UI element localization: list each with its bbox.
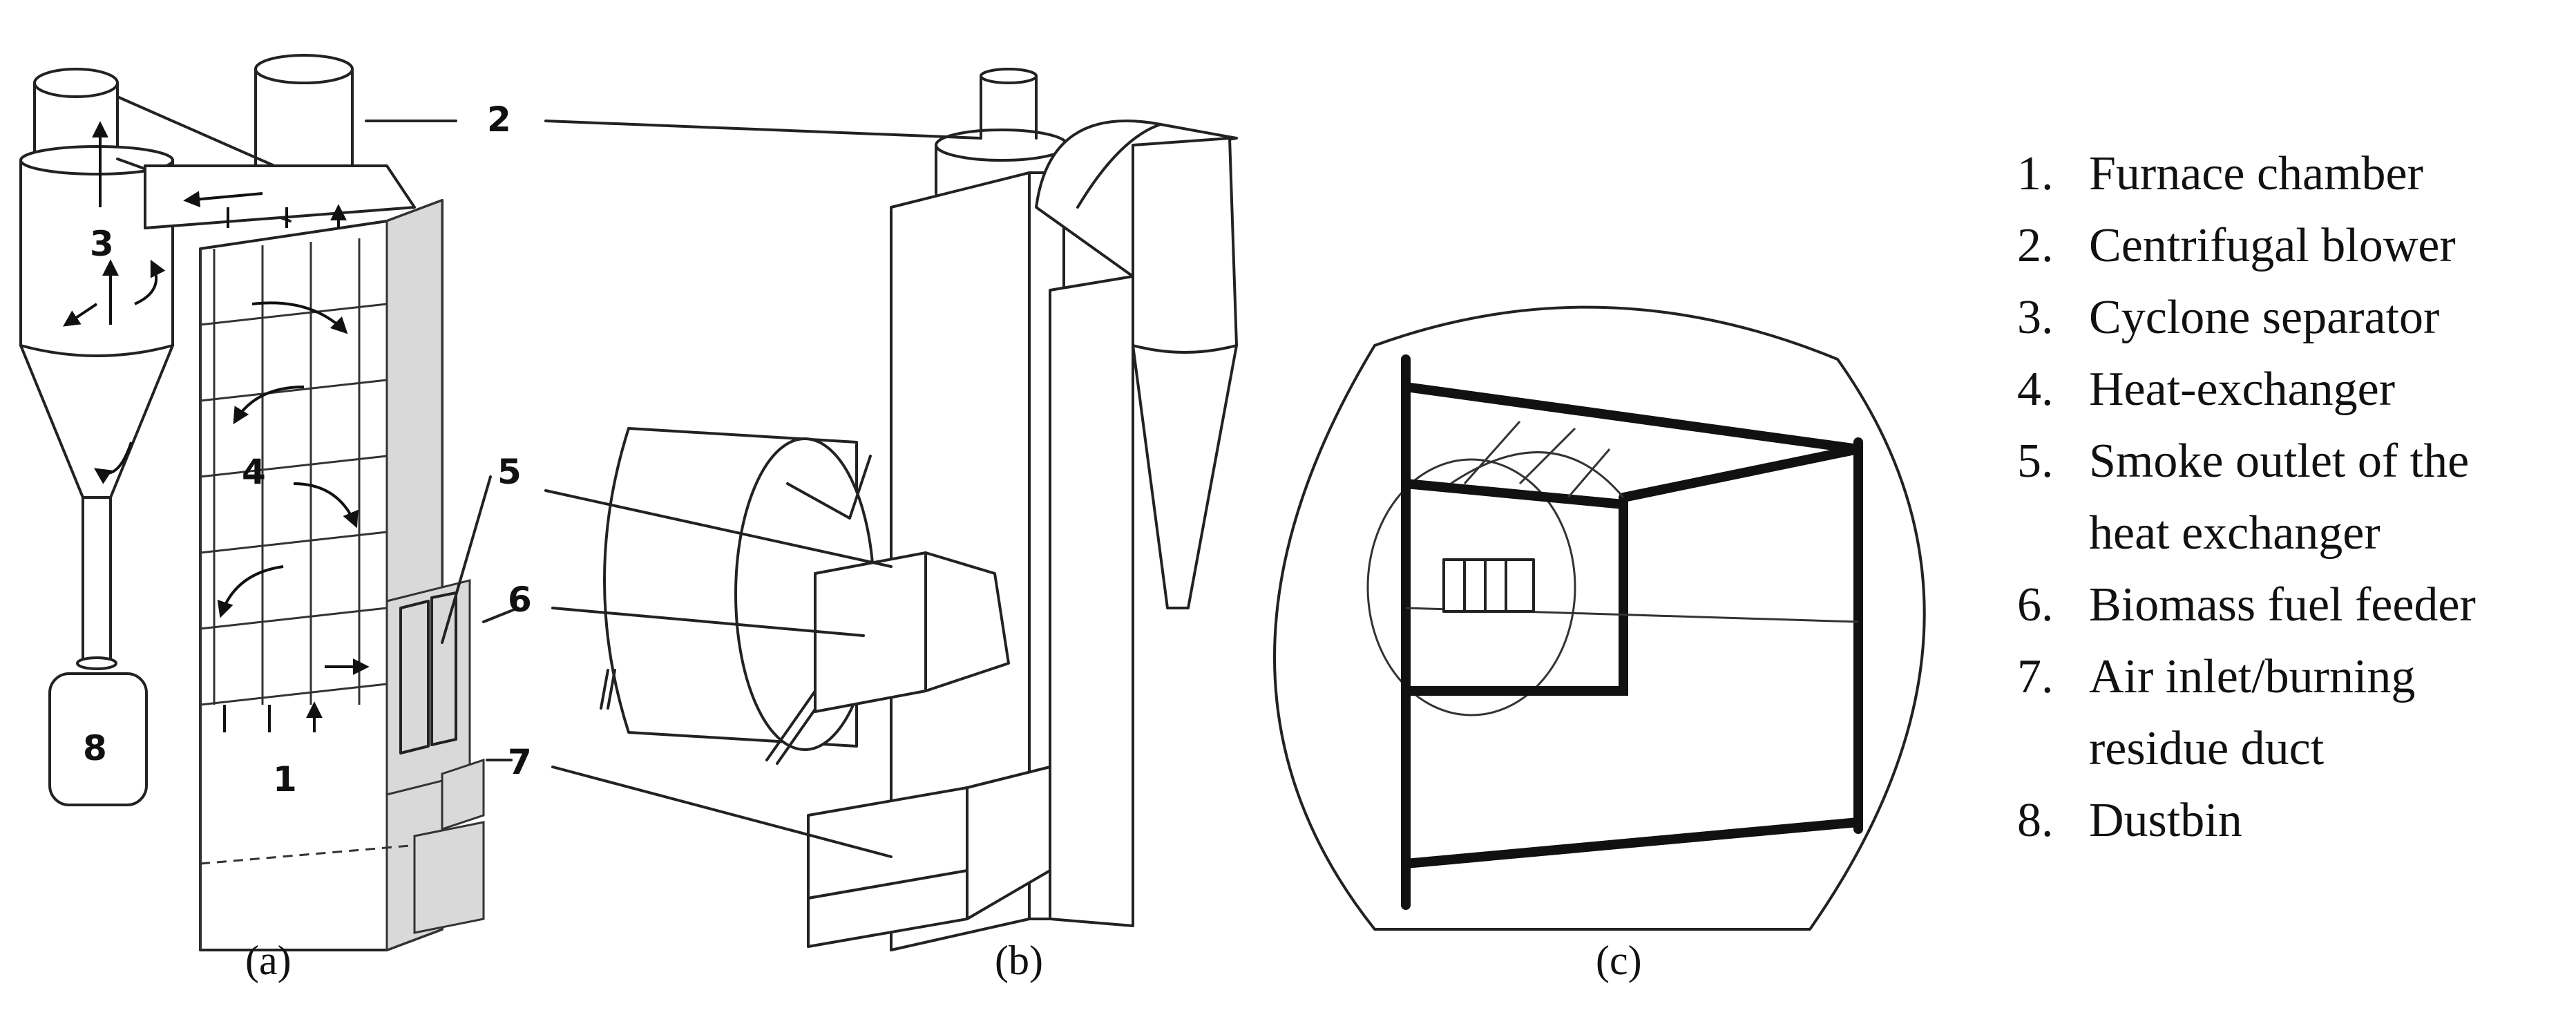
grate-icon: [1442, 558, 1535, 613]
feeder-chute: [814, 551, 1010, 713]
caption-c: (c): [1596, 938, 1642, 983]
legend-item-4: 4. Heat-exchanger: [2017, 354, 2563, 426]
legend-label: Biomass fuel feeder: [2089, 578, 2476, 632]
legend-number: 2.: [2017, 219, 2054, 272]
legend-item-5-cont: heat exchanger: [2017, 497, 2563, 569]
callout-6: 6: [508, 580, 532, 620]
legend-number: 6.: [2017, 578, 2054, 632]
legend-label: Heat-exchanger: [2089, 363, 2396, 416]
legend-item-7-cont: residue duct: [2017, 713, 2563, 785]
panel-a: 3 4 1 8 (a): [19, 54, 485, 983]
legend-number: 5.: [2017, 435, 2054, 488]
legend-label: heat exchanger: [2089, 506, 2381, 560]
inner-circle: [1366, 458, 1576, 716]
legend-label: Air inlet/burning: [2089, 650, 2416, 703]
callout-2: 2: [487, 99, 511, 140]
legend-number: 4.: [2017, 363, 2054, 416]
callout-4: 4: [242, 452, 266, 492]
panel-b: (b): [600, 68, 1238, 983]
legend-item-3: 3. Cyclone separator: [2017, 282, 2563, 354]
caption-b: (b): [995, 938, 1043, 983]
inspection-circle: [1273, 305, 1926, 931]
callout-8: 8: [83, 728, 107, 768]
cyclone-b: [1035, 120, 1238, 609]
blower-a: [144, 54, 416, 229]
legend: 1. Furnace chamber 2. Centrifugal blower…: [2017, 138, 2563, 857]
callout-5: 5: [497, 452, 522, 492]
legend-item-7: 7. Air inlet/burning: [2017, 641, 2563, 713]
legend-item-6: 6. Biomass fuel feeder: [2017, 569, 2563, 641]
legend-label: Furnace chamber: [2089, 147, 2423, 200]
legend-item-1: 1. Furnace chamber: [2017, 138, 2563, 210]
legend-label: Centrifugal blower: [2089, 219, 2456, 272]
cyclone-separator: [19, 68, 292, 806]
furnace-column-b: [807, 171, 1134, 951]
panel-c: (c): [1273, 305, 1926, 983]
legend-label: Dustbin: [2089, 794, 2242, 847]
legend-label: Cyclone separator: [2089, 291, 2440, 344]
callout-3: 3: [90, 224, 114, 264]
callout-leaders: 2 5 6 7: [365, 99, 982, 858]
flow-arrows: [63, 121, 370, 732]
callout-1: 1: [273, 759, 297, 799]
heat-exchanger: [199, 198, 485, 952]
legend-label: residue duct: [2089, 722, 2325, 775]
callout-7: 7: [508, 742, 532, 782]
legend-number: 1.: [2017, 147, 2054, 200]
legend-item-2: 2. Centrifugal blower: [2017, 210, 2563, 282]
legend-number: 3.: [2017, 291, 2054, 344]
legend-item-8: 8. Dustbin: [2017, 785, 2563, 857]
caption-a: (a): [245, 938, 292, 983]
legend-number: 7.: [2017, 650, 2054, 703]
legend-item-5: 5. Smoke outlet of the: [2017, 426, 2563, 497]
legend-number: 8.: [2017, 794, 2054, 847]
legend-label: Smoke outlet of the: [2089, 435, 2470, 488]
